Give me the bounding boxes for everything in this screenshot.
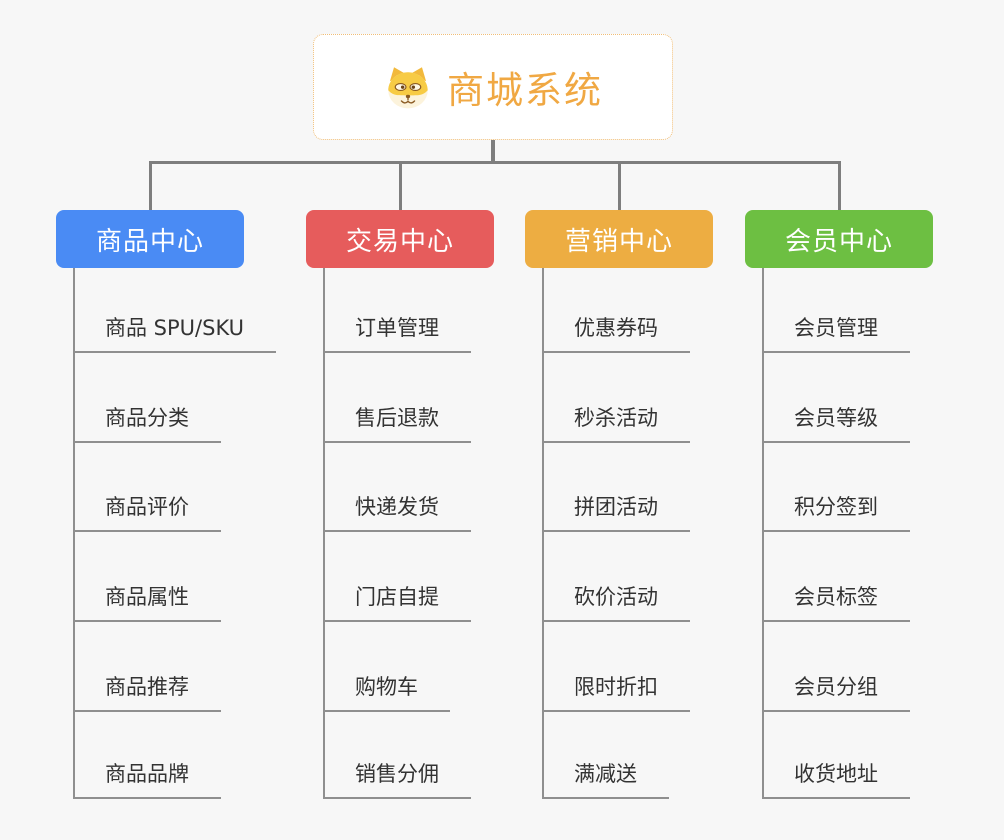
child-item[interactable]: 商品 SPU/SKU (75, 312, 277, 353)
child-item[interactable]: 商品属性 (75, 581, 221, 622)
child-item-label: 快递发货 (355, 495, 439, 519)
child-item[interactable]: 优惠券码 (544, 312, 690, 353)
child-item-label: 销售分佣 (355, 762, 439, 786)
child-item-label: 会员等级 (794, 406, 878, 430)
children-column-trade: 订单管理 售后退款 快递发货 门店自提 购物车 销售分佣 (323, 268, 555, 799)
children-column-product: 商品 SPU/SKU 商品分类 商品评价 商品属性 商品推荐 商品品牌 (73, 268, 305, 799)
root-node[interactable]: 商城系统 (313, 34, 673, 140)
child-item-label: 秒杀活动 (574, 406, 658, 430)
child-item[interactable]: 商品品牌 (75, 758, 221, 799)
child-item[interactable]: 砍价活动 (544, 581, 690, 622)
child-item[interactable]: 拼团活动 (544, 491, 690, 532)
child-item[interactable]: 商品推荐 (75, 671, 221, 712)
child-item[interactable]: 快递发货 (325, 491, 471, 532)
child-item-label: 满减送 (574, 762, 637, 786)
children-column-member: 会员管理 会员等级 积分签到 会员标签 会员分组 收货地址 (762, 268, 994, 799)
branch-marketing-center[interactable]: 营销中心 (525, 210, 713, 268)
child-item-label: 会员分组 (794, 675, 878, 699)
child-item-label: 商品推荐 (105, 675, 189, 699)
branch-connector (618, 161, 621, 210)
child-item[interactable]: 积分签到 (764, 491, 910, 532)
child-item-label: 商品品牌 (105, 762, 189, 786)
child-item-label: 拼团活动 (574, 495, 658, 519)
child-item[interactable]: 限时折扣 (544, 671, 690, 712)
child-item[interactable]: 收货地址 (764, 758, 910, 799)
child-item-label: 商品 SPU/SKU (105, 316, 245, 340)
child-item-label: 商品评价 (105, 495, 189, 519)
branch-connector (149, 161, 152, 210)
child-item[interactable]: 商品评价 (75, 491, 221, 532)
children-column-marketing: 优惠券码 秒杀活动 拼团活动 砍价活动 限时折扣 满减送 (542, 268, 774, 799)
child-item[interactable]: 购物车 (325, 671, 450, 712)
child-item-label: 商品属性 (105, 585, 189, 609)
child-item-label: 收货地址 (794, 762, 878, 786)
branch-product-center[interactable]: 商品中心 (56, 210, 244, 268)
root-title: 商城系统 (447, 69, 603, 112)
child-item[interactable]: 门店自提 (325, 581, 471, 622)
child-item[interactable]: 商品分类 (75, 402, 221, 443)
child-item-label: 积分签到 (794, 495, 878, 519)
branch-member-center[interactable]: 会员中心 (745, 210, 933, 268)
dog-face-icon (388, 67, 428, 109)
child-item[interactable]: 销售分佣 (325, 758, 471, 799)
child-item-label: 会员管理 (794, 316, 878, 340)
child-item[interactable]: 满减送 (544, 758, 669, 799)
branch-label: 营销中心 (564, 226, 673, 257)
branch-label: 会员中心 (784, 226, 893, 257)
branch-label: 交易中心 (345, 226, 454, 257)
child-item[interactable]: 会员分组 (764, 671, 910, 712)
branch-label: 商品中心 (95, 226, 204, 257)
child-item[interactable]: 售后退款 (325, 402, 471, 443)
child-item-label: 售后退款 (355, 406, 439, 430)
root-connector (491, 140, 495, 162)
child-item[interactable]: 订单管理 (325, 312, 471, 353)
child-item-label: 门店自提 (355, 585, 439, 609)
child-item[interactable]: 会员管理 (764, 312, 910, 353)
child-item-label: 商品分类 (105, 406, 189, 430)
child-item[interactable]: 秒杀活动 (544, 402, 690, 443)
branch-trade-center[interactable]: 交易中心 (306, 210, 494, 268)
branch-connector (399, 161, 402, 210)
branch-connector (838, 161, 841, 210)
child-item[interactable]: 会员等级 (764, 402, 910, 443)
child-item-label: 购物车 (355, 675, 418, 699)
child-item[interactable]: 会员标签 (764, 581, 910, 622)
child-item-label: 会员标签 (794, 585, 878, 609)
child-item-label: 限时折扣 (574, 675, 658, 699)
child-item-label: 订单管理 (355, 316, 439, 340)
bus-connector (149, 161, 841, 164)
child-item-label: 砍价活动 (574, 585, 658, 609)
child-item-label: 优惠券码 (574, 316, 658, 340)
